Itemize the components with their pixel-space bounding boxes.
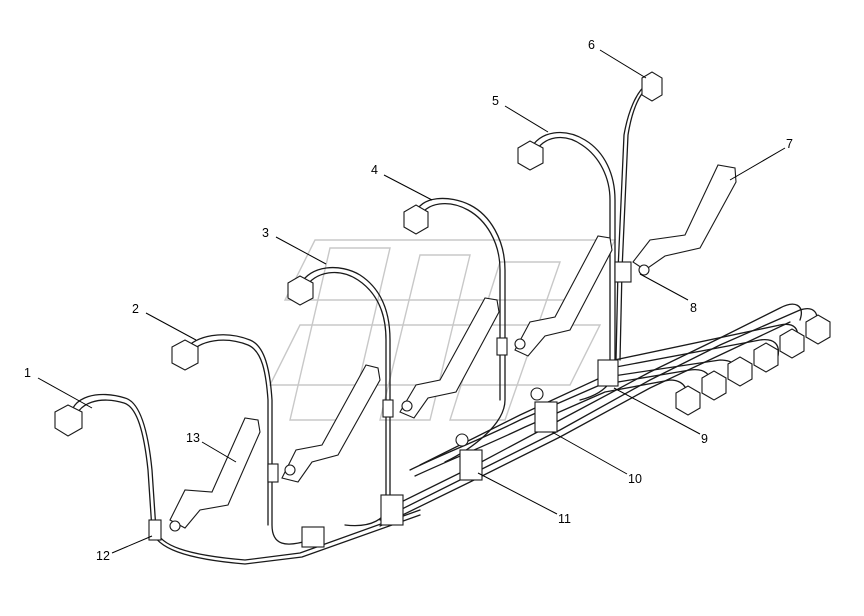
clamp-bottom-b	[380, 494, 404, 526]
nut-outlet-3	[287, 275, 314, 306]
callout-8: 8	[690, 301, 697, 315]
leader-10	[551, 431, 628, 475]
callout-2: 2	[132, 302, 139, 316]
nut-pump-1	[675, 385, 701, 416]
clamps	[148, 261, 650, 548]
callout-11: 11	[558, 512, 571, 526]
callout-1: 1	[24, 366, 31, 380]
clamp-2	[267, 463, 279, 483]
pipe-3	[299, 266, 391, 527]
callout-6: 6	[588, 38, 595, 52]
leader-8	[639, 273, 689, 301]
bracket-7	[632, 164, 737, 271]
leader-2	[145, 312, 197, 341]
pipe-6	[619, 84, 653, 361]
callout-4: 4	[371, 163, 378, 177]
nut-outlet-1	[54, 404, 83, 437]
nut-pump-6	[805, 314, 831, 345]
clamp-4	[496, 337, 508, 356]
brackets	[169, 164, 737, 529]
clamp-10	[534, 401, 558, 433]
leader-5	[504, 105, 549, 133]
pipe-2	[184, 334, 311, 545]
nut-outlet-6	[641, 71, 663, 102]
leader-13	[201, 441, 237, 463]
leader-7	[729, 147, 786, 181]
clamp-11	[459, 449, 483, 481]
clamp-12	[148, 519, 162, 541]
callout-13: 13	[186, 431, 200, 445]
pipe-5	[529, 131, 616, 401]
leader-12	[111, 535, 153, 554]
callout-9: 9	[701, 432, 708, 446]
clamp-3	[382, 399, 394, 418]
nut-outlet-4	[403, 204, 429, 235]
nut-pump-4	[753, 342, 779, 373]
clamp-9	[597, 359, 619, 387]
nut-outlet-2	[171, 339, 199, 371]
callout-10: 10	[628, 472, 642, 486]
leader-4	[383, 174, 433, 201]
leader-11	[477, 472, 558, 515]
bracket-4	[514, 235, 613, 357]
bracket-13	[169, 417, 261, 529]
outlet-nuts	[54, 71, 831, 437]
callout-5: 5	[492, 94, 499, 108]
callout-12: 12	[96, 549, 110, 563]
injection-pipes	[69, 83, 818, 565]
callout-7: 7	[786, 137, 793, 151]
callout-leaders	[37, 49, 786, 554]
callout-labels: 1 2 3 4 5 6 7 8 9 10 11 12 13	[24, 38, 793, 563]
leader-9	[613, 387, 701, 435]
clamp-bottom-a	[301, 526, 325, 548]
nut-pump-3	[727, 356, 753, 387]
clamp-8	[614, 261, 632, 283]
leader-3	[275, 236, 327, 265]
callout-3: 3	[262, 226, 269, 240]
leader-6	[599, 49, 647, 79]
leader-1	[37, 377, 93, 409]
pipe-1	[69, 393, 421, 561]
nut-pump-2	[701, 370, 727, 401]
pipe-4	[414, 197, 506, 463]
bracket-3	[399, 297, 500, 419]
nut-pump-5	[779, 328, 805, 359]
nut-outlet-5	[517, 140, 544, 171]
bracket-2	[281, 364, 381, 483]
